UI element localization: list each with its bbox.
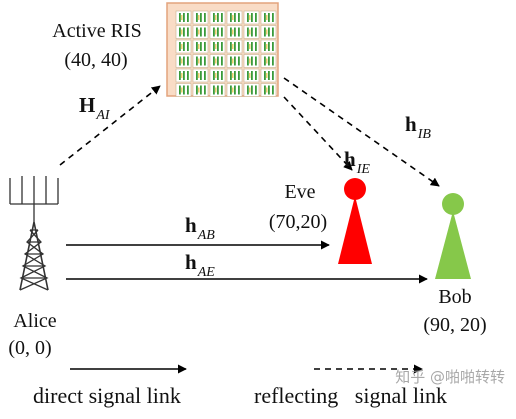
ris-element [209,39,226,54]
eve-node-icon [338,178,372,264]
ris-coords: (40, 40) [64,49,127,71]
ris-element [192,39,209,54]
ris-element [260,25,277,39]
ris-panel [166,2,279,97]
ris-element [209,10,226,25]
ris-element [243,83,260,97]
watermark-text: 知乎 @啪啪转转 [395,368,505,386]
channel-label-h-ib: hIB [405,112,431,142]
ris-element [192,83,209,97]
ris-element [209,68,226,83]
ris-element [175,25,192,39]
ris-element [209,25,226,39]
ris-element [192,68,209,83]
ris-element [192,54,209,68]
ris-element [226,54,243,68]
ris-element [175,54,192,68]
ris-element [209,83,226,97]
alice-coords: (0, 0) [8,337,51,359]
ris-element [175,83,192,97]
eve-label: Eve [284,181,315,203]
ris-label: Active RIS [52,20,141,42]
channel-label-h-ai: HAI [79,93,111,123]
ris-element [243,68,260,83]
ris-element [226,25,243,39]
ris-element [260,54,277,68]
ris-element [226,68,243,83]
eve-coords: (70,20) [269,211,327,233]
ris-element-grid [175,10,277,97]
ris-element [226,83,243,97]
bob-label: Bob [438,286,471,308]
legend-direct-label: direct signal link [33,383,181,408]
ris-element [226,39,243,54]
ris-element [243,10,260,25]
channel-label-h-ae: hAE [185,250,215,280]
channel-label-h-ab: hAB [185,213,215,243]
alice-label: Alice [13,310,56,332]
ris-element [192,25,209,39]
link-ris-to-eve [283,96,353,171]
link-ris-to-bob [283,77,440,187]
ris-element [243,54,260,68]
ris-element [192,10,209,25]
ris-element [175,10,192,25]
bob-coords: (90, 20) [423,314,486,336]
ris-element [260,83,277,97]
bob-node-icon [435,193,471,279]
ris-element [175,39,192,54]
channel-label-h-ie: hIE [344,147,370,177]
ris-element [260,68,277,83]
ris-element [243,25,260,39]
ris-element [260,39,277,54]
ris-element [226,10,243,25]
ris-element [175,68,192,83]
alice-antenna-icon [9,176,59,291]
legend-reflecting-label: reflecting signal link [254,383,447,408]
ris-element [243,39,260,54]
ris-element [209,54,226,68]
ris-element [260,10,277,25]
link-alice-to-ris [59,85,161,166]
